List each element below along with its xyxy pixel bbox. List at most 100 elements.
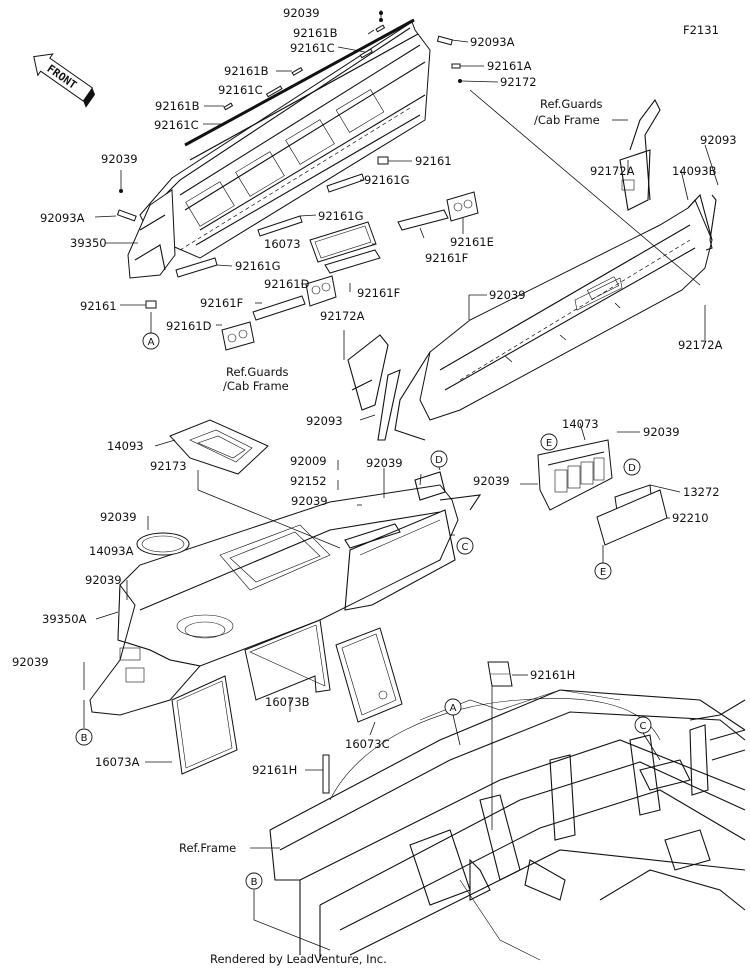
part-label: 92172A <box>678 338 723 352</box>
seat-base-39350A <box>89 471 482 716</box>
part-label: 92161F <box>200 296 243 310</box>
part-label: 92172A <box>590 164 635 178</box>
leader-lines <box>83 10 719 951</box>
part-label: 92039 <box>101 152 138 166</box>
part-label: 92161C <box>290 41 335 55</box>
part-label: 13272 <box>683 485 720 499</box>
part-label: 92210 <box>672 511 709 525</box>
part-label: 92161C <box>154 118 199 132</box>
rendered-by-credit: Rendered by LeadVenture, Inc. <box>210 952 387 966</box>
side-panel-right <box>394 193 713 441</box>
part-label: 92039 <box>366 456 403 470</box>
part-label: Ref.Guards <box>226 365 288 379</box>
part-label: 92039 <box>100 510 137 524</box>
part-label: 92039 <box>283 6 320 20</box>
svg-text:C: C <box>640 721 647 732</box>
part-label: 92161C <box>218 83 263 97</box>
svg-text:E: E <box>600 567 606 578</box>
part-label: 92161G <box>364 173 410 187</box>
part-label: 92039 <box>12 655 49 669</box>
part-label: 92172A <box>320 309 365 323</box>
part-label: /Cab Frame <box>223 379 289 393</box>
part-label: 92161 <box>80 299 117 313</box>
part-label: 92161F <box>425 251 468 265</box>
part-label: 92152 <box>290 474 327 488</box>
box-14073 <box>537 439 613 511</box>
part-label: 92161H <box>252 763 297 777</box>
part-label: 92161H <box>530 668 575 682</box>
part-label: 14073 <box>562 417 599 431</box>
callout-e-lower: E <box>594 562 612 580</box>
part-label: 92039 <box>489 288 526 302</box>
part-label: 92161 <box>415 154 452 168</box>
svg-text:C: C <box>462 542 469 553</box>
part-label: 92039 <box>85 573 122 587</box>
strip-parts-upper <box>116 11 462 309</box>
ring-14093A <box>136 532 190 556</box>
front-arrow-icon: FRONT <box>33 53 96 108</box>
part-label: 92161B <box>155 99 200 113</box>
part-label: 92009 <box>290 454 327 468</box>
part-label: Ref.Frame <box>179 841 236 855</box>
part-label: 39350 <box>70 236 107 250</box>
svg-text:A: A <box>450 703 457 714</box>
callout-b-middle: B <box>75 728 93 746</box>
svg-text:B: B <box>81 733 88 744</box>
part-label: 92093A <box>470 35 515 49</box>
rear-panel-39350 <box>127 18 431 279</box>
part-label: 16073C <box>345 737 390 751</box>
part-label: 14093B <box>672 164 717 178</box>
part-label: /Cab Frame <box>534 113 600 127</box>
part-label: 14093A <box>89 544 134 558</box>
callout-d-middle: D <box>430 450 448 468</box>
part-label: 16073A <box>95 755 140 769</box>
part-label: 92172 <box>500 75 537 89</box>
part-label: 16073 <box>264 237 301 251</box>
part-labels: 92039 92161B 92161C 92093A 92161A 92172 … <box>12 6 737 855</box>
callout-c-middle: C <box>456 537 474 555</box>
callout-circles: A D C E D E B A C B <box>75 332 652 890</box>
svg-text:E: E <box>546 438 552 449</box>
part-label: 92093A <box>40 211 85 225</box>
part-label: 92093 <box>306 414 343 428</box>
callout-c-lower: C <box>634 716 652 734</box>
figure-code: F2131 <box>683 23 719 37</box>
cab-frame-ref-upper <box>619 98 717 251</box>
frame-ref <box>269 689 746 961</box>
svg-text:A: A <box>148 337 155 348</box>
sticker-parts <box>175 173 479 351</box>
callout-a-upper: A <box>142 332 160 350</box>
part-label: 92161F <box>357 286 400 300</box>
part-label: 92039 <box>291 494 328 508</box>
strips-92161H <box>322 661 513 794</box>
part-label: 92161D <box>166 319 212 333</box>
part-label: 16073B <box>265 695 310 709</box>
part-label: 92161B <box>224 64 269 78</box>
part-label: 92161G <box>318 209 364 223</box>
part-label: 92093 <box>700 133 737 147</box>
svg-text:B: B <box>251 877 258 888</box>
part-label: 39350A <box>42 612 87 626</box>
callout-e-upper: E <box>540 433 558 451</box>
part-label: 92039 <box>643 425 680 439</box>
part-label: 92161D <box>264 277 310 291</box>
part-label: 92161B <box>293 26 338 40</box>
part-label: 92161G <box>235 259 281 273</box>
plates-13272 <box>596 484 668 546</box>
part-label: 14093 <box>107 439 144 453</box>
svg-text:D: D <box>435 455 443 466</box>
callout-b-lower: B <box>245 872 263 890</box>
part-label: 92161A <box>487 59 532 73</box>
svg-text:D: D <box>628 463 636 474</box>
cab-frame-ref-lower <box>347 334 401 441</box>
floor-mats <box>171 619 403 775</box>
part-label: 92173 <box>150 459 187 473</box>
callout-d-right: D <box>623 458 641 476</box>
part-label: 92039 <box>473 474 510 488</box>
part-label: 92161E <box>450 235 494 249</box>
callout-a-lower: A <box>444 698 462 716</box>
tray-14093 <box>169 419 269 475</box>
part-label: Ref.Guards <box>540 97 602 111</box>
